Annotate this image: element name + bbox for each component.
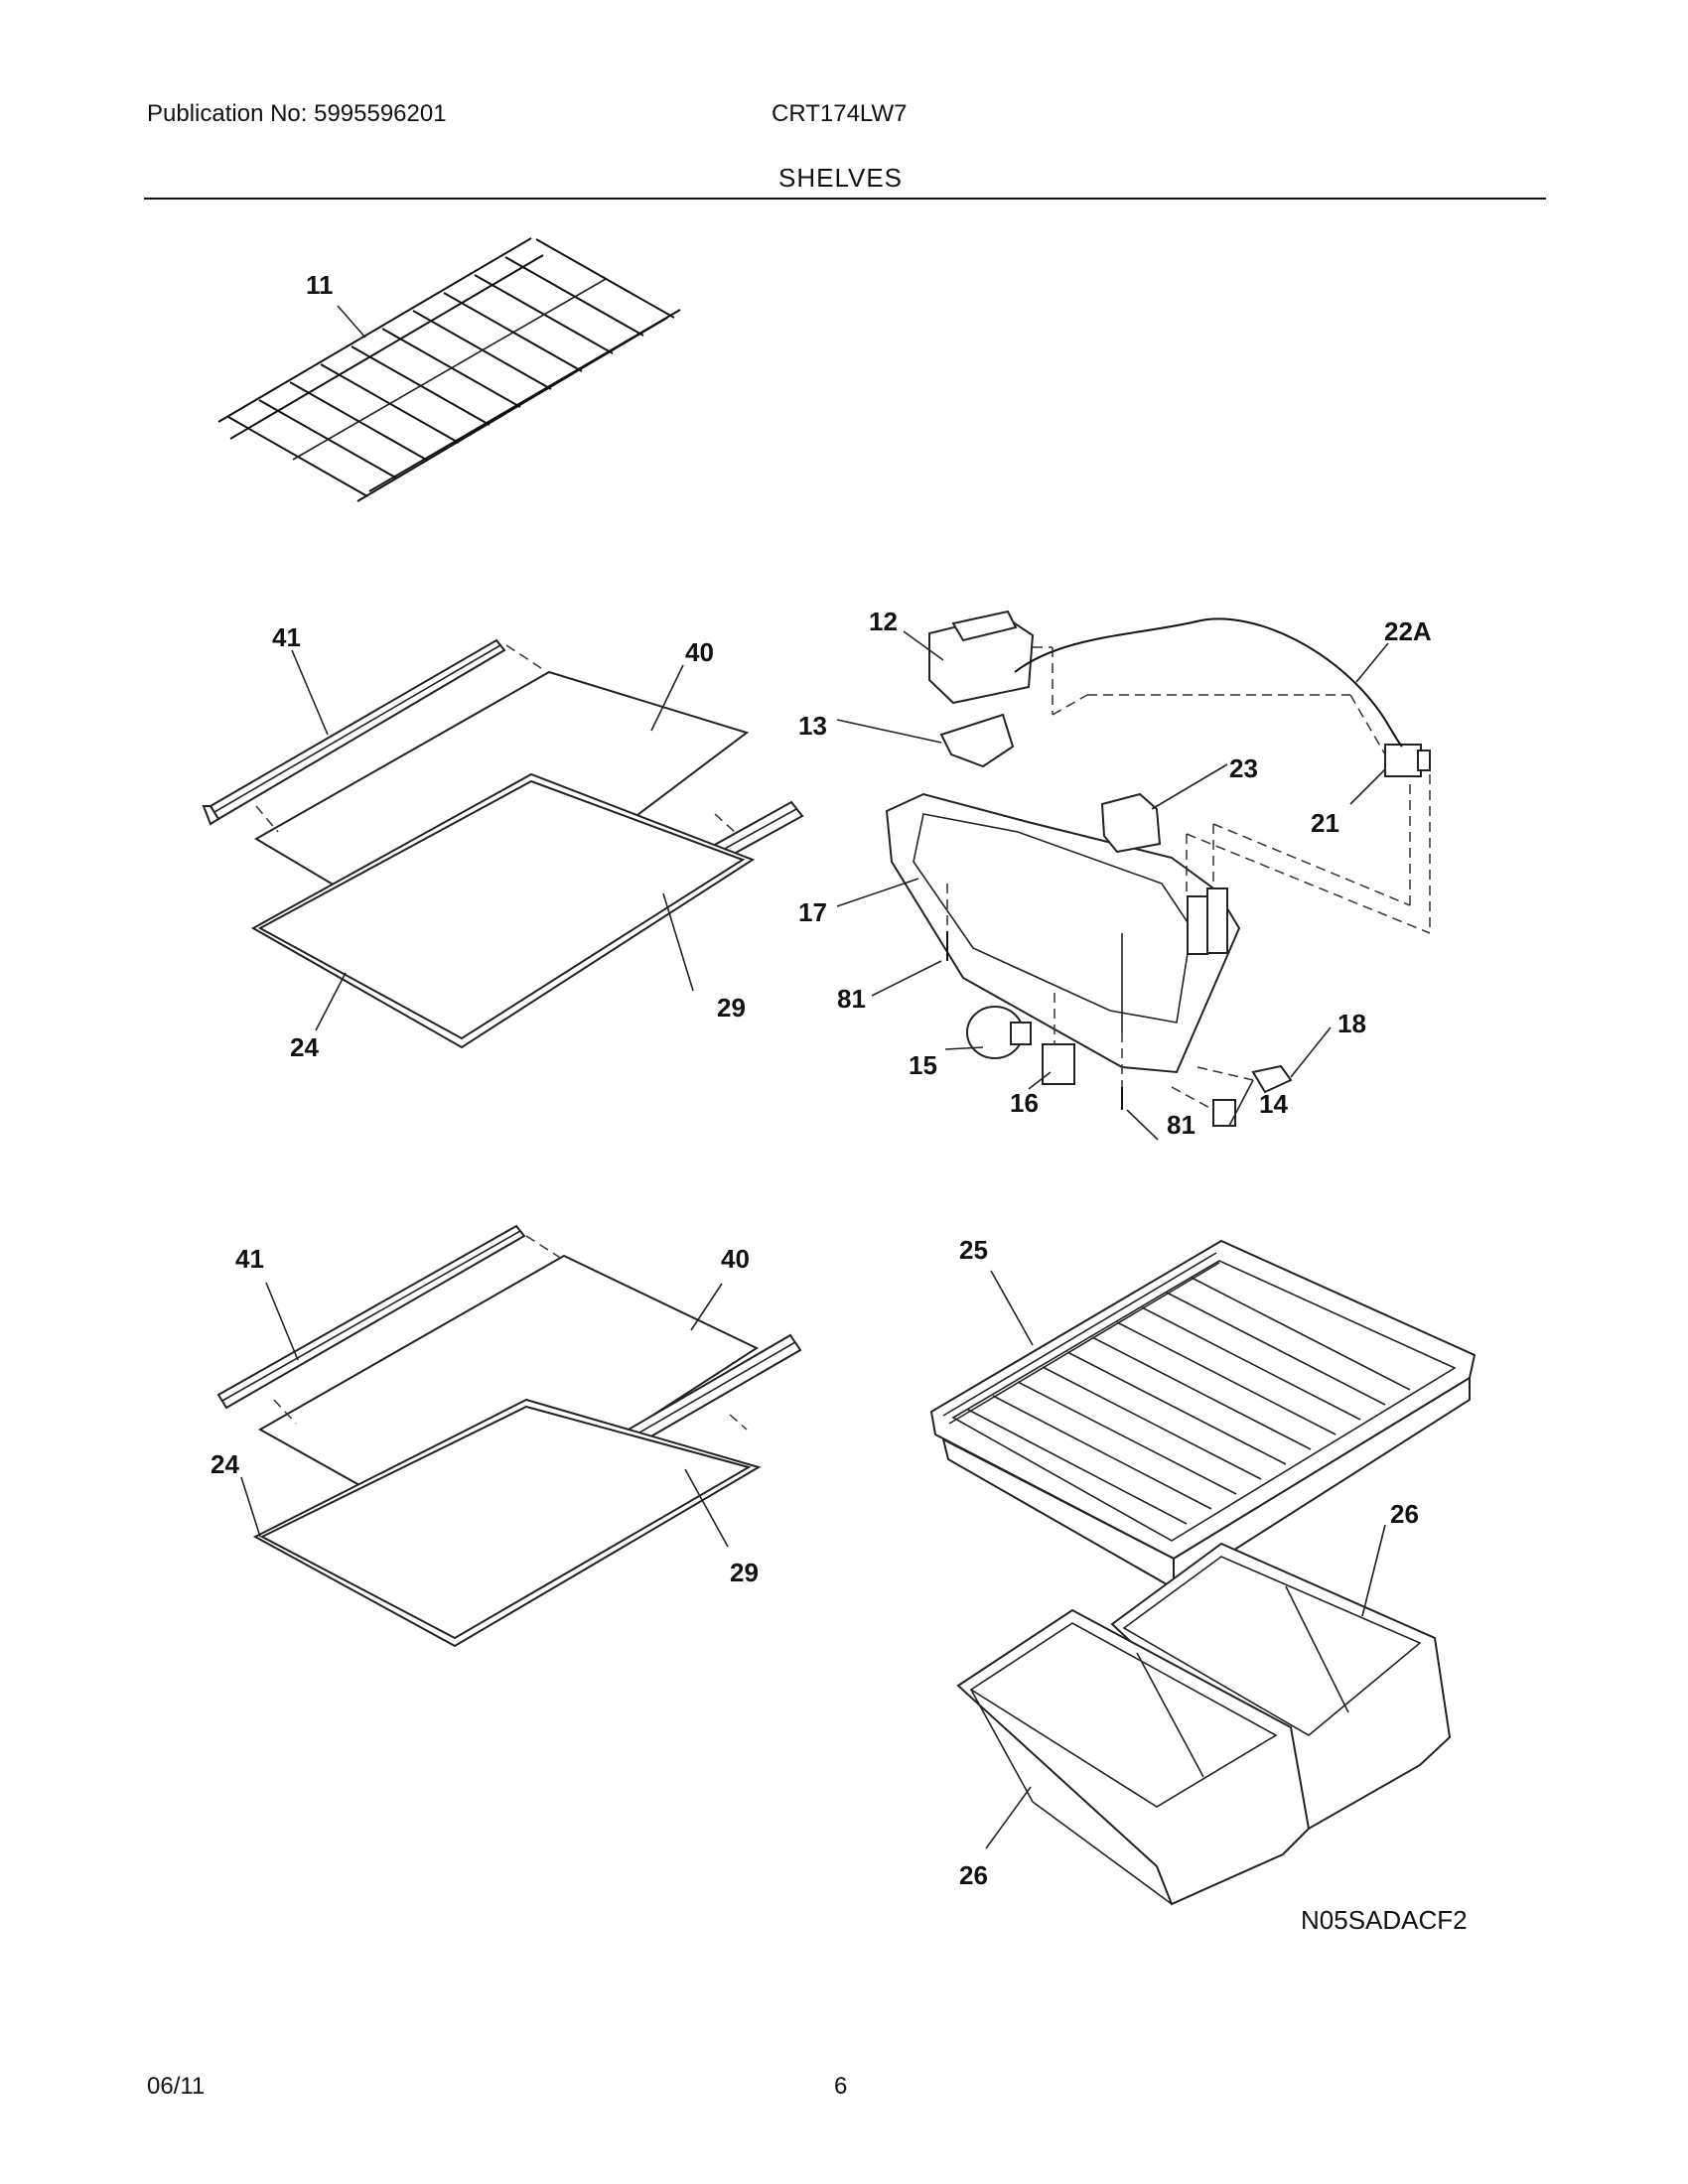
callout-23: 23 xyxy=(1229,753,1258,783)
leader-13 xyxy=(836,719,942,744)
leader-23 xyxy=(1151,763,1228,810)
leader-16 xyxy=(1028,1071,1052,1090)
callout-41-upper: 41 xyxy=(272,622,301,652)
leader-81b xyxy=(1126,1109,1159,1141)
footer-date: 06/11 xyxy=(147,2073,206,2100)
callout-41-lower: 41 xyxy=(235,1244,264,1274)
callout-29-lower: 29 xyxy=(730,1558,759,1587)
callout-26-lower: 26 xyxy=(959,1860,988,1890)
diagram-code: N05SADACF2 xyxy=(1301,1905,1468,1935)
leader-41a xyxy=(291,649,329,736)
leader-81a xyxy=(871,960,942,997)
callout-24-lower: 24 xyxy=(211,1449,239,1479)
crisper-drawers xyxy=(956,1542,1452,1906)
leader-24b xyxy=(240,1476,261,1538)
section-title: SHELVES xyxy=(778,163,904,193)
leader-18 xyxy=(1290,1026,1332,1078)
callout-81-left: 81 xyxy=(837,984,866,1014)
publication-number: Publication No: 5995596201 xyxy=(147,100,447,127)
callout-12: 12 xyxy=(869,607,898,636)
callout-25: 25 xyxy=(959,1235,988,1265)
leader-29b xyxy=(684,1468,729,1548)
callout-11: 11 xyxy=(306,270,334,300)
callout-14: 14 xyxy=(1259,1089,1288,1119)
leader-41b xyxy=(265,1282,299,1361)
leader-26b xyxy=(985,1786,1032,1849)
callout-81-right: 81 xyxy=(1167,1110,1196,1140)
page-number: 6 xyxy=(834,2073,848,2100)
leader-25 xyxy=(990,1270,1034,1346)
callout-18: 18 xyxy=(1337,1009,1366,1038)
leader-26a xyxy=(1361,1524,1386,1617)
crisper-cover xyxy=(929,1239,1477,1590)
callout-24-upper: 24 xyxy=(290,1032,319,1062)
callout-17: 17 xyxy=(798,897,827,927)
callout-26-upper: 26 xyxy=(1390,1499,1419,1529)
leader-40a xyxy=(650,664,684,732)
leader-22a xyxy=(1355,642,1389,683)
glass-shelf-lower xyxy=(216,1224,802,1648)
light-control-housing xyxy=(885,610,1431,1127)
leader-40b xyxy=(690,1283,723,1331)
leader-29a xyxy=(662,892,694,992)
callout-13: 13 xyxy=(798,711,827,741)
leader-24a xyxy=(315,972,347,1031)
callout-29-upper: 29 xyxy=(717,993,746,1023)
wire-shelf xyxy=(217,237,681,502)
callout-40-upper: 40 xyxy=(685,637,714,667)
leader-12 xyxy=(903,630,944,661)
leader-21 xyxy=(1349,768,1386,805)
leader-15 xyxy=(944,1046,984,1050)
callout-21: 21 xyxy=(1311,808,1339,838)
callout-16: 16 xyxy=(1010,1088,1039,1118)
leader-14 xyxy=(1228,1079,1254,1127)
model-number: CRT174LW7 xyxy=(772,100,908,127)
leader-17 xyxy=(836,878,919,907)
callout-15: 15 xyxy=(909,1050,937,1080)
callout-22a: 22A xyxy=(1384,616,1432,646)
glass-shelf-upper xyxy=(202,638,804,1049)
header-rule xyxy=(144,198,1546,200)
callout-40-lower: 40 xyxy=(721,1244,750,1274)
leader-11 xyxy=(337,305,366,339)
